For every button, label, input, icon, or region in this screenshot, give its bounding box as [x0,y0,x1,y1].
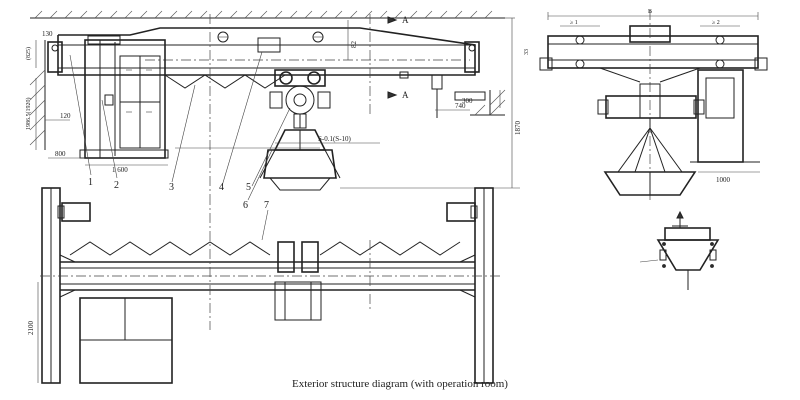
section-mark-bottom: A [402,90,409,100]
dim-300: 300 [462,97,473,105]
diagram-caption: Exterior structure diagram (with operati… [292,378,508,390]
dim-1870: 1870 [514,121,522,136]
part-number-5: 5 [246,182,251,193]
dim-2100: 2100 [27,321,35,336]
front-elevation-view [29,10,520,241]
dim-1000: 1000 [716,176,731,184]
section-a-a-view [639,210,720,290]
dim-130: 130 [42,30,53,38]
dim-740: 740 [455,102,466,110]
dim-825: (825) [25,47,32,60]
part-number-6: 6 [243,200,248,211]
dim-1600: 1 600 [112,166,128,174]
dim-top-b: B [648,9,652,15]
dim-weight-2: ≥ 2 [712,20,720,26]
dim-1986: 1986.5(1920) [25,98,32,131]
dim-s-formula: S-0.1(S-10) [318,135,352,143]
part-number-1: 1 [88,177,93,188]
dim-33: 33 [524,49,530,55]
part-number-2: 2 [114,180,119,191]
side-view [539,10,768,200]
dim-weight-1: ≥ 1 [570,20,578,26]
plan-view [37,187,500,384]
dim-800: 800 [55,150,66,158]
part-number-3: 3 [169,182,174,193]
section-mark-top: A [402,15,409,25]
dim-82: 82 [350,41,358,49]
dim-120: 120 [60,112,71,120]
part-number-4: 4 [219,182,224,193]
part-number-7: 7 [264,200,269,211]
